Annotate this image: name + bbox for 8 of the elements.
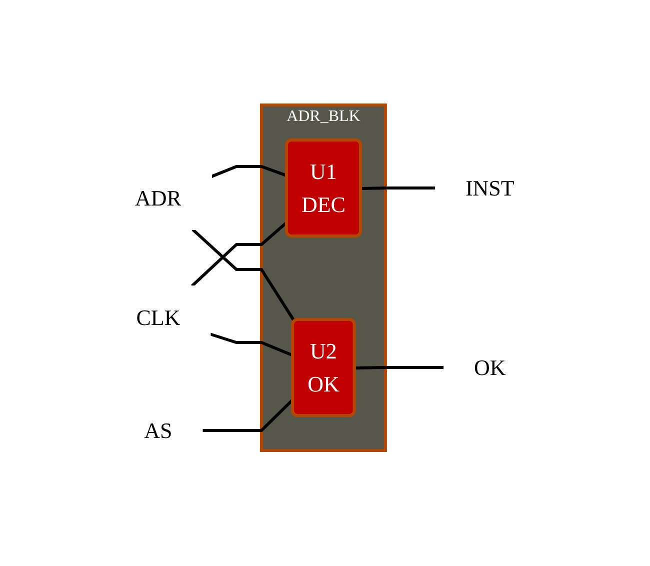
node-text: INST [466,175,515,200]
node-text: CLK [136,304,181,330]
node-text: OK [474,354,506,380]
connector [192,228,296,322]
node-text: AS [144,418,173,442]
node-text: ADR [135,185,182,210]
connector [361,186,436,190]
connector [355,366,444,369]
